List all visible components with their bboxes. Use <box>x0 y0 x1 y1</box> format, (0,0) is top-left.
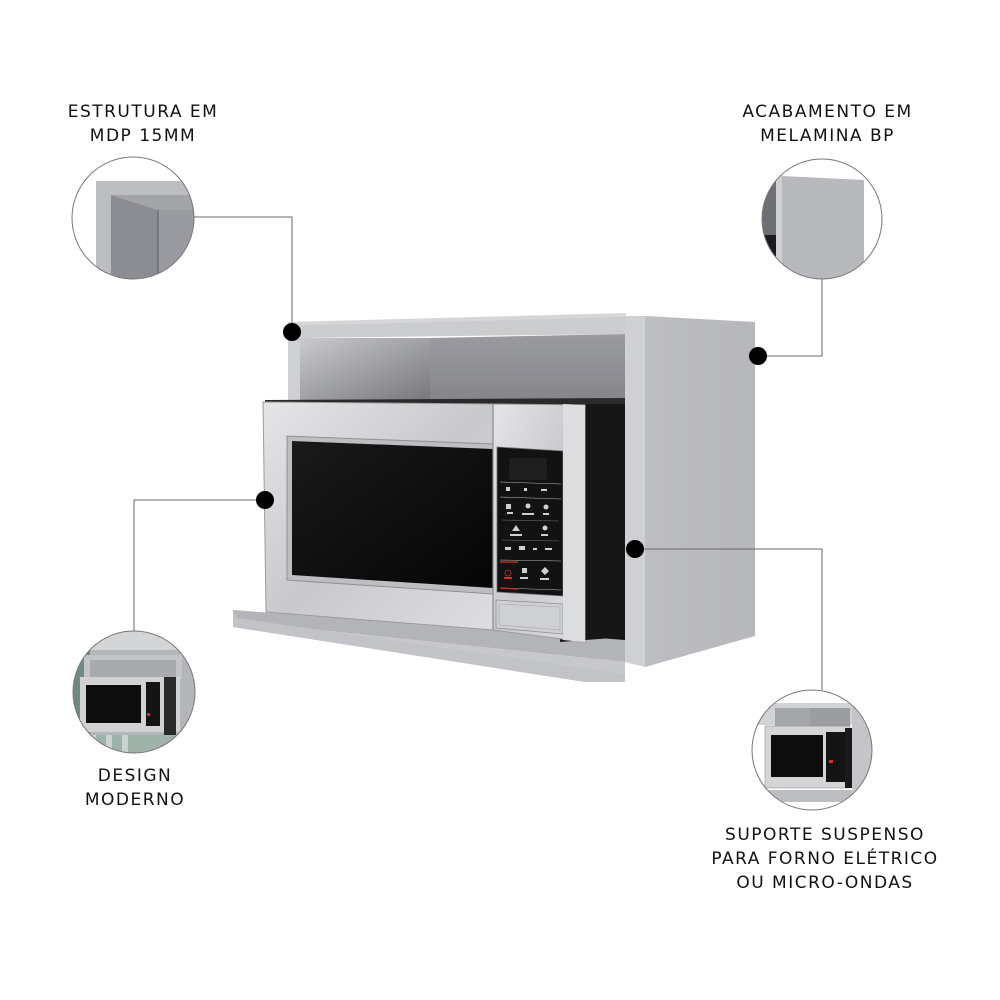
dot-finish <box>749 347 767 365</box>
callout-line: ACABAMENTO EM <box>742 102 913 122</box>
microwave <box>262 398 625 643</box>
callout-line: SUPORTE SUSPENSO <box>725 825 925 845</box>
callout-label-design: DESIGN MODERNO <box>60 764 210 812</box>
callout-line: MDP 15MM <box>89 126 197 146</box>
dot-design <box>256 491 274 509</box>
detail-circle-structure <box>71 156 195 280</box>
detail-circle-design <box>72 630 196 754</box>
dot-structure <box>283 323 301 341</box>
callout-line: MODERNO <box>84 790 186 810</box>
callout-line: PARA FORNO ELÉTRICO <box>711 849 939 869</box>
callout-line: MELAMINA BP <box>760 126 895 146</box>
dot-support <box>626 540 644 558</box>
callout-line: DESIGN <box>97 766 173 786</box>
detail-circle-finish <box>761 158 883 280</box>
leader-lines <box>133 216 823 690</box>
detail-circle-support <box>751 689 873 811</box>
callout-label-structure: ESTRUTURA EM MDP 15MM <box>38 100 248 148</box>
callout-label-finish: ACABAMENTO EM MELAMINA BP <box>715 100 940 148</box>
callout-label-support: SUPORTE SUSPENSO PARA FORNO ELÉTRICO OU … <box>680 823 970 895</box>
callout-line: OU MICRO-ONDAS <box>736 873 914 893</box>
callout-dots <box>256 323 767 558</box>
callout-line: ESTRUTURA EM <box>67 102 219 122</box>
